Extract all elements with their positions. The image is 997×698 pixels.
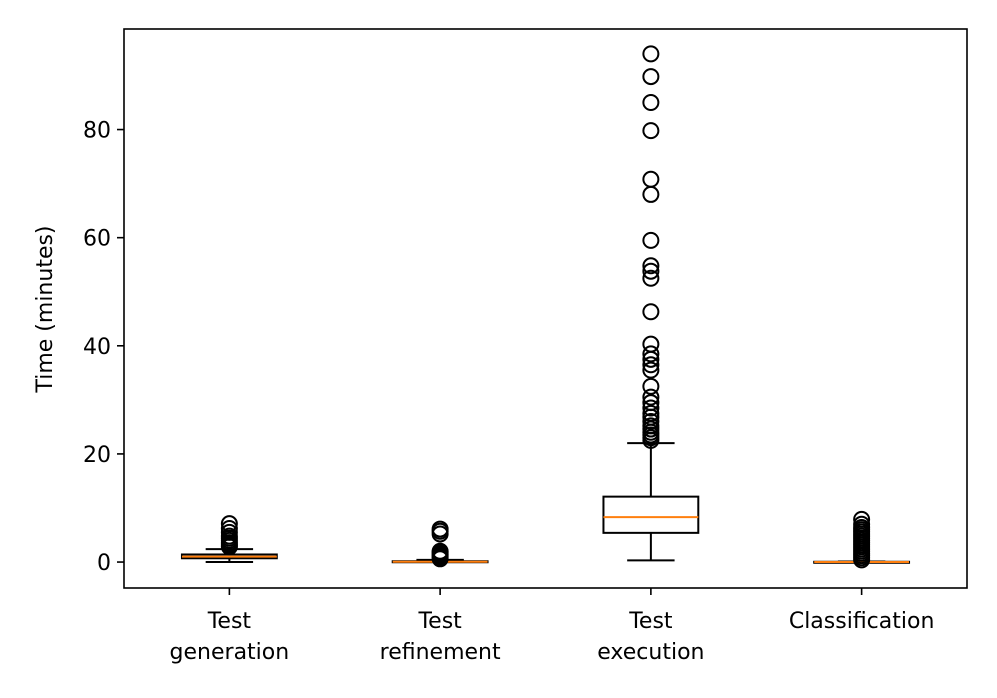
outlier-point (642, 361, 660, 379)
box-series-4 (813, 510, 911, 569)
outlier-point (642, 68, 660, 86)
x-tick-label: Test (207, 609, 252, 634)
y-tick-label: 80 (83, 119, 111, 144)
y-tick-label: 20 (83, 443, 111, 468)
outlier-point (642, 262, 660, 280)
outlier-point (220, 520, 238, 538)
outlier-point (220, 515, 238, 533)
box-series-1 (180, 515, 278, 564)
outlier-point (642, 122, 660, 140)
y-tick-label: 0 (97, 551, 111, 576)
outlier-point (642, 231, 660, 249)
x-tick-label: Test (417, 609, 462, 634)
box-series-3 (602, 45, 700, 562)
outlier-point (642, 335, 660, 353)
x-tick-label: refinement (380, 640, 501, 665)
x-tick-label: Test (628, 609, 673, 634)
y-axis: 0 20 40 60 80 (83, 119, 124, 576)
outlier-point (642, 394, 660, 412)
outlier-point (642, 404, 660, 422)
boxes-layer (180, 45, 911, 569)
plot-area-frame (123, 28, 968, 589)
outlier-point (431, 542, 449, 560)
outlier-point (642, 170, 660, 188)
outlier-point (642, 94, 660, 112)
outlier-point (642, 377, 660, 395)
x-tick-label: Classification (789, 609, 935, 634)
y-axis-title: Time (minutes) (33, 225, 58, 393)
x-axis: Test generation Test refinement Test executio… (170, 588, 935, 665)
outlier-point (642, 257, 660, 275)
outlier-point (642, 399, 660, 417)
outlier-point (642, 303, 660, 321)
outlier-point (642, 412, 660, 430)
box-series-2 (391, 520, 489, 568)
outlier-point (642, 388, 660, 406)
y-tick-label: 60 (83, 227, 111, 252)
outlier-point (642, 45, 660, 63)
outlier-point (853, 510, 871, 528)
outlier-point (642, 356, 660, 374)
x-tick-label: execution (597, 640, 704, 665)
box-iqr (602, 495, 700, 534)
outlier-point (642, 345, 660, 363)
outlier-point (642, 417, 660, 435)
x-tick-label: generation (170, 640, 290, 665)
outlier-point (642, 269, 660, 287)
y-tick-label: 40 (83, 335, 111, 360)
outlier-point (431, 520, 449, 538)
outlier-point (853, 515, 871, 533)
